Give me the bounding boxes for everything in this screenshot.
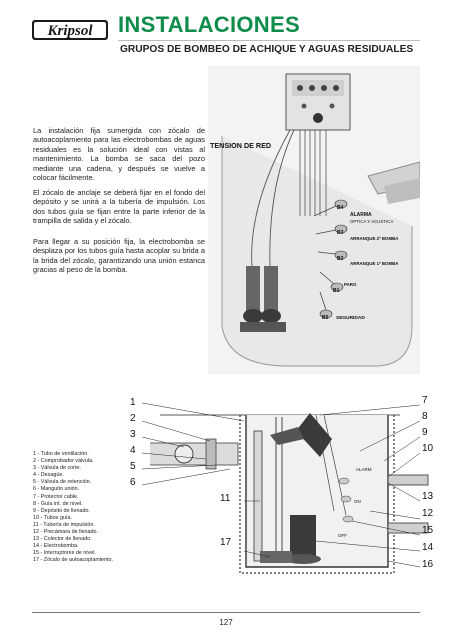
legend-item: 15 - Interruptores de nivel. [33, 550, 96, 557]
diagram-alarm-label: ALARM [356, 467, 372, 472]
parts-legend: 1 - Tubo de ventilación. 2 - Comprobador… [33, 451, 153, 565]
label-b5: B5 [322, 315, 329, 321]
label-alarma-sub: OPTICA Y ACUSTICA [350, 219, 393, 224]
label-arranque-2: ARRANQUE 2ª BOMBA [350, 236, 399, 241]
label-tension-de-red: TENSION DE RED [210, 141, 271, 150]
callout-8: 8 [422, 411, 428, 422]
callout-5: 5 [130, 461, 136, 472]
legend-item: 1 - Tubo de ventilación. [33, 451, 89, 457]
legend-item: 12 - Precámara de llenado. [33, 529, 99, 536]
label-b4: B4 [337, 205, 344, 211]
callout-16: 16 [422, 559, 434, 570]
coupling-paragraph: Para llegar a su posición fija, la elect… [33, 237, 205, 275]
label-b1: B1 [333, 288, 340, 294]
callout-2: 2 [130, 413, 136, 424]
label-paro: PARO [344, 282, 357, 287]
callout-13: 13 [422, 491, 434, 502]
page-number: 127 [219, 618, 233, 627]
anchoring-paragraph: El zócalo de anclaje se deberá fijar en … [33, 188, 205, 226]
diagram-on-label: ON [354, 499, 361, 504]
callout-1: 1 [130, 397, 136, 408]
installation-photo: TENSION DE RED B4 ALARMA OPTICA Y ACUSTI… [208, 66, 421, 374]
callout-6: 6 [130, 477, 136, 488]
legend-item: 10 - Tubos guía. [33, 514, 72, 521]
label-seguridad: SEGURIDAD [336, 315, 365, 321]
legend-item: 3 - Válvula de corte. [33, 465, 81, 472]
page-subtitle: GRUPOS DE BOMBEO DE ACHIQUE Y AGUAS RESI… [120, 44, 414, 55]
callout-10: 10 [422, 443, 434, 454]
label-b2: B2 [337, 256, 344, 262]
callout-15: 15 [422, 525, 434, 536]
legend-item: 7 - Protector cable. [33, 493, 79, 500]
footer-divider [32, 612, 420, 613]
callout-12: 12 [422, 508, 434, 519]
callout-3: 3 [130, 429, 136, 440]
legend-item: 5 - Válvula de retención. [33, 479, 92, 486]
label-b3: B3 [337, 230, 344, 236]
legend-item: 9 - Depósito de llenado. [33, 507, 90, 514]
diagram-off-label: OFF [338, 533, 347, 538]
label-arranque-1: ARRANQUE 1ª BOMBA [350, 261, 399, 266]
callout-17: 17 [220, 537, 232, 548]
page-title: INSTALACIONES [118, 12, 300, 37]
title-divider [118, 40, 420, 41]
logo-text: Kripsol [46, 23, 93, 39]
callout-9: 9 [422, 427, 428, 438]
callout-7: 7 [422, 395, 428, 406]
callout-14: 14 [422, 542, 434, 553]
callout-11: 11 [220, 493, 231, 504]
legend-item: 6 - Manguito unión. [33, 486, 80, 493]
intro-paragraph: La instalación fija sumergida con zócalo… [33, 126, 205, 183]
legend-item: 13 - Colector de llenado. [33, 536, 92, 543]
legend-item: 11 - Tubería de impulsión. [33, 521, 95, 528]
legend-item: 2 - Comprobador válvula. [33, 458, 94, 465]
legend-item: 17 - Zócalo de autoacoplamiento. [33, 557, 114, 564]
installation-diagram: ALARM ON OFF 1 2 3 4 5 6 11 17 7 8 9 10 … [120, 391, 440, 581]
kripsol-logo: Kripsol [32, 17, 108, 43]
label-alarma: ALARMA [350, 212, 372, 218]
legend-item: 14 - Electrobomba. [33, 543, 79, 550]
callout-4: 4 [130, 445, 136, 456]
legend-item: 4 - Desagüe. [33, 472, 64, 479]
legend-item: 8 - Guía int. de nivel. [33, 500, 83, 507]
